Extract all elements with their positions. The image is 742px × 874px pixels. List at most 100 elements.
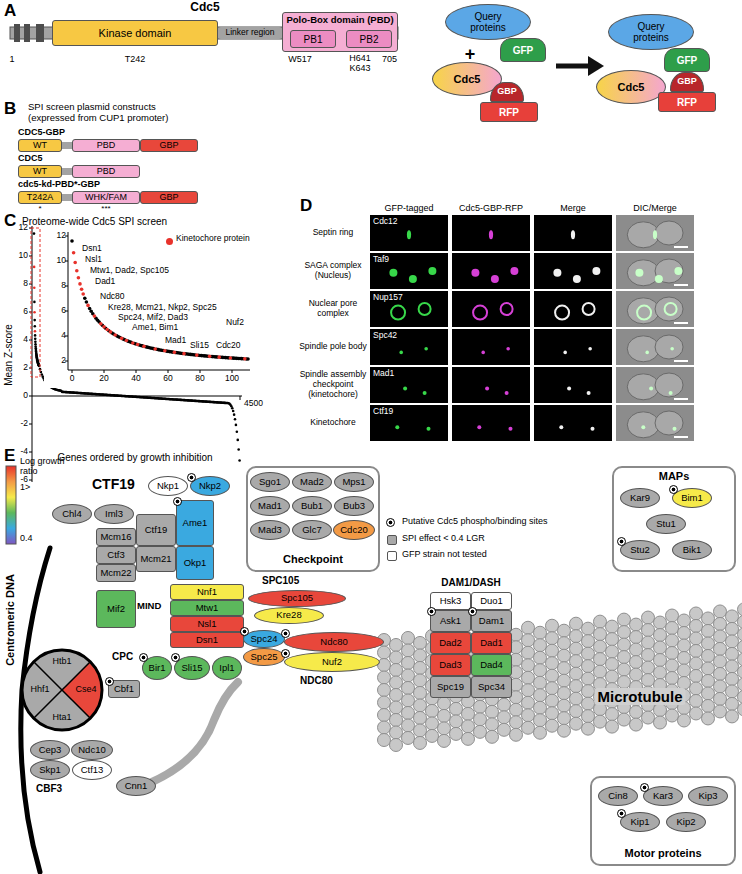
tubulin-subunit	[714, 667, 727, 680]
tubulin-subunit	[738, 678, 742, 691]
tubulin-subunit	[690, 632, 703, 645]
tubulin-subunit	[714, 705, 727, 718]
fluorescent-signal	[587, 391, 591, 395]
motif-block	[14, 24, 20, 42]
tubulin-subunit	[486, 718, 499, 731]
axis-tick	[168, 370, 169, 373]
micrograph	[370, 215, 448, 251]
tubulin-subunit	[702, 649, 715, 662]
tubulin-subunit	[630, 618, 643, 631]
gene-point	[125, 339, 129, 343]
tubulin-subunit	[522, 709, 535, 722]
node-text: Nuf2	[322, 657, 342, 667]
tubulin-subunit	[642, 674, 655, 687]
tubulin-subunit	[606, 708, 619, 721]
tubulin-subunit	[630, 631, 643, 644]
node-text: PB2	[360, 34, 379, 45]
tubulin-subunit	[582, 697, 595, 710]
yeast-cell	[655, 373, 683, 397]
tubulin-subunit	[654, 641, 667, 654]
protein-node: Bik1	[672, 540, 712, 560]
tubulin-subunit	[486, 705, 499, 718]
tubulin-subunit	[414, 736, 427, 749]
tubulin-subunit	[438, 709, 451, 722]
protein-node: Nnf1	[170, 584, 244, 600]
node-text: T242A	[27, 193, 54, 203]
gene-point	[136, 343, 140, 347]
tubulin-subunit	[558, 724, 571, 737]
node-text: Nnf1	[197, 587, 217, 597]
node-text: Cse4	[75, 685, 96, 695]
tubulin-subunit	[510, 703, 523, 716]
tubulin-subunit	[642, 624, 655, 637]
node-text: Dam1	[479, 616, 504, 626]
panel-letter: A	[4, 1, 16, 21]
tubulin-subunit	[522, 659, 535, 672]
gene-point	[34, 330, 37, 333]
node-text: Stu2	[630, 545, 650, 555]
node-text: Mcm16	[100, 532, 131, 542]
tubulin-subunit	[378, 709, 391, 722]
fluorescent-signal	[395, 425, 399, 429]
tick-label: 2	[23, 363, 28, 373]
protein-node: Okp1	[176, 546, 214, 580]
tubulin-subunit	[738, 690, 742, 703]
protein-node: Chl4	[52, 504, 92, 524]
node-text: Kip1	[630, 817, 649, 827]
gene-point	[80, 287, 84, 291]
tubulin-subunit	[690, 619, 703, 632]
protein-node: Cbf1	[108, 680, 140, 698]
image-label: Spc42	[373, 331, 397, 341]
gbp-tag: GBP	[490, 82, 524, 102]
tick-label: 80	[195, 374, 204, 384]
gene-point	[75, 269, 79, 273]
node-text: Dsn1	[196, 635, 218, 645]
tick-label: 8	[23, 279, 28, 289]
tubulin-subunit	[630, 668, 643, 681]
fluorescent-signal	[591, 427, 595, 431]
tick-label: 8	[61, 281, 66, 291]
node-text: Kar9	[630, 493, 650, 503]
node-text: Kre28	[276, 610, 301, 620]
node-text: Nkp2	[199, 481, 221, 491]
tubulin-subunit	[402, 731, 415, 744]
node-text: Htb1	[52, 657, 71, 667]
tubulin-subunit	[390, 651, 403, 664]
axis-tick	[72, 370, 73, 373]
protein-node: Hhf1	[24, 683, 56, 697]
tubulin-subunit	[402, 694, 415, 707]
node-text: Dad1	[480, 638, 503, 648]
tubulin-subunit	[690, 707, 703, 720]
node-text: WT	[33, 167, 47, 177]
tubulin-subunit	[402, 706, 415, 719]
node-text: GFP	[677, 55, 698, 66]
protein-node: Kip2	[666, 812, 706, 832]
node-text: Spc19	[437, 682, 464, 692]
process-arrow	[556, 64, 590, 69]
gene-point	[33, 286, 36, 289]
protein-node: Spc34	[471, 676, 512, 698]
motif-block	[24, 24, 30, 42]
fluorescent-signal	[491, 275, 499, 283]
tubulin-subunit	[462, 732, 475, 745]
tubulin-subunit	[570, 680, 583, 693]
tubulin-subunit	[618, 638, 631, 651]
fluorescent-signal	[553, 269, 561, 277]
protein-node: Stu2	[620, 540, 660, 560]
tubulin-subunit	[738, 628, 742, 641]
scale-bar	[674, 322, 688, 324]
panel-title: Cdc5	[190, 1, 219, 15]
column-header: DIC/Merge	[633, 203, 677, 213]
node-text: Ndc10	[78, 745, 105, 755]
node-text: Spc24	[251, 634, 278, 644]
tubulin-subunit	[450, 715, 463, 728]
tubulin-subunit	[582, 710, 595, 723]
tubulin-subunit	[390, 738, 403, 751]
axis-tick	[29, 340, 32, 341]
node-text: Cbf1	[114, 684, 134, 694]
tubulin-subunit	[558, 662, 571, 675]
complex-name: MIND	[137, 601, 161, 612]
gene-point	[246, 357, 250, 361]
micrograph	[534, 215, 612, 251]
